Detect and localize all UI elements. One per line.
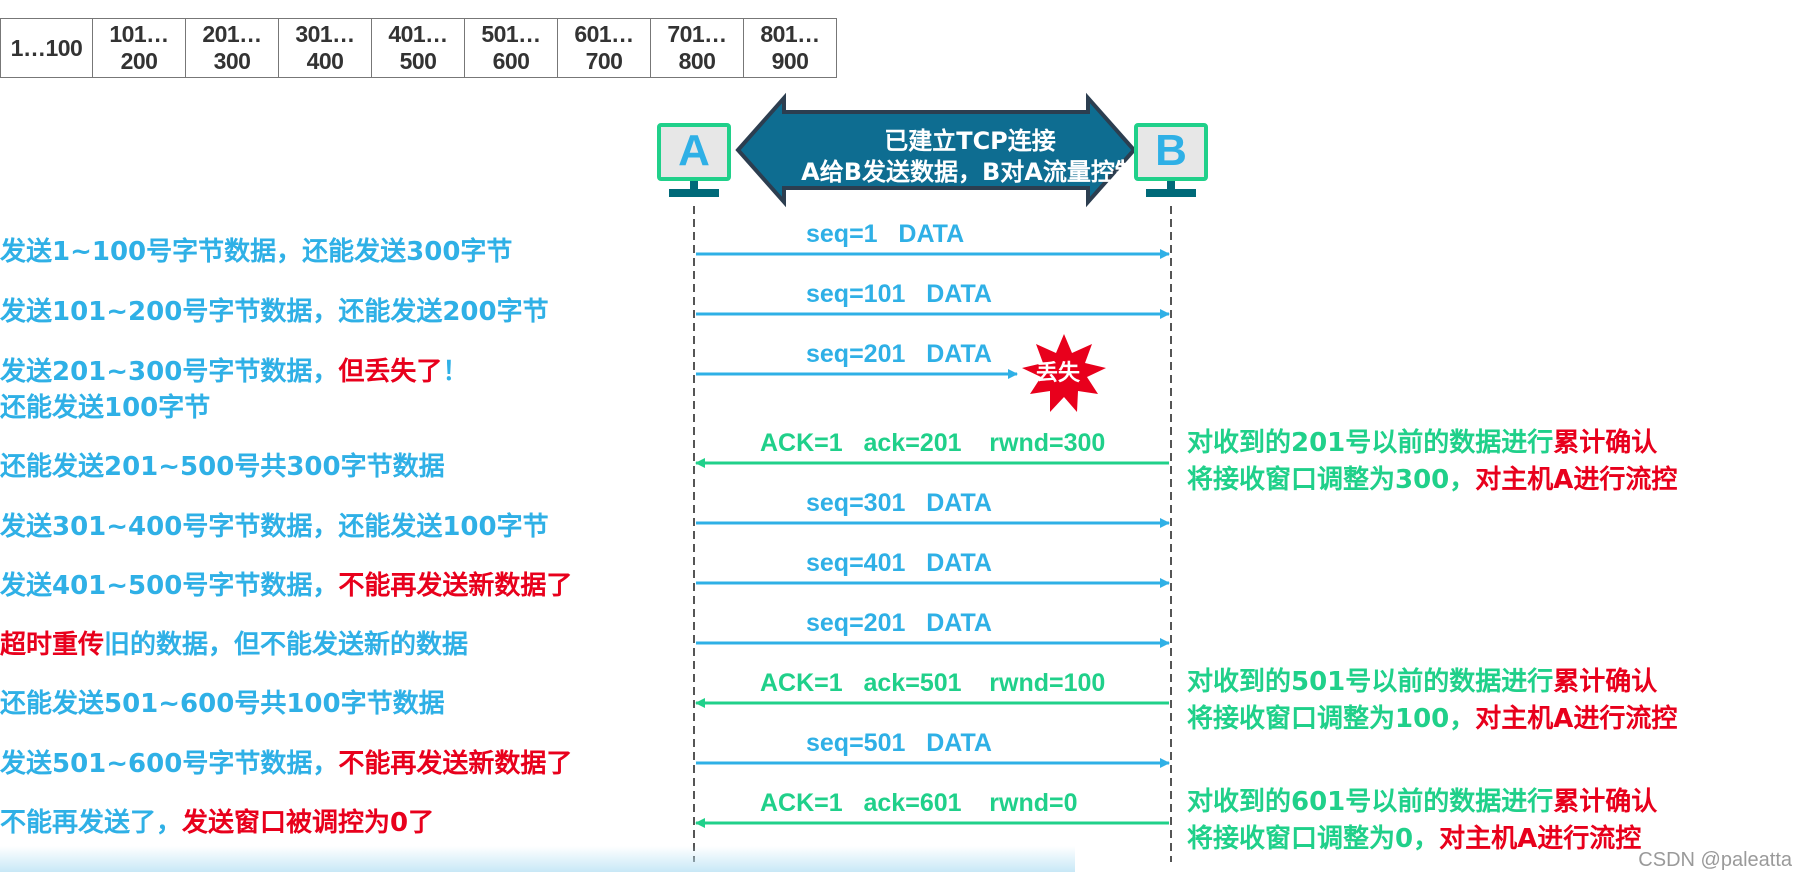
sender-note: 发送201~300号字节数据，但丢失了！	[0, 357, 469, 387]
lost-burst-icon	[1022, 334, 1106, 412]
ack-label: ACK=1 ack=201 rwnd=300	[760, 429, 1106, 457]
receiver-note: 将接收窗口调整为100，对主机A进行流控	[1187, 704, 1678, 734]
receiver-note: 将接收窗口调整为0，对主机A进行流控	[1187, 824, 1642, 854]
byte-cell: 101…200	[92, 18, 186, 78]
receiver-note: 对收到的601号以前的数据进行累计确认	[1187, 787, 1658, 817]
sender-note: 还能发送201~500号共300字节数据	[0, 452, 445, 482]
sender-note: 还能发送100字节	[0, 393, 211, 423]
byte-cell: 301…400	[278, 18, 372, 78]
bottom-glare	[0, 846, 1075, 872]
host-b: B	[1134, 123, 1208, 197]
sender-note: 发送301~400号字节数据，还能发送100字节	[0, 512, 549, 542]
banner-line-2: A给B发送数据，B对A流量控制	[801, 158, 1139, 186]
sender-note: 发送1~100号字节数据，还能发送300字节	[0, 237, 513, 267]
message-label: seq=301 DATA	[806, 489, 992, 517]
message-label: seq=501 DATA	[806, 729, 992, 757]
sender-note: 不能再发送了，发送窗口被调控为0了	[0, 808, 435, 838]
byte-cell: 201…300	[185, 18, 279, 78]
host-b-label: B	[1155, 126, 1187, 175]
message-label: seq=101 DATA	[806, 280, 992, 308]
byte-cell: 1…100	[0, 18, 93, 78]
ack-label: ACK=1 ack=601 rwnd=0	[760, 789, 1078, 817]
receiver-note: 将接收窗口调整为300，对主机A进行流控	[1187, 465, 1678, 495]
watermark: CSDN @paleatta	[1638, 849, 1792, 871]
sender-note: 还能发送501~600号共100字节数据	[0, 689, 445, 719]
sender-note: 发送501~600号字节数据，不能再发送新数据了	[0, 749, 573, 779]
byte-cell: 801…900	[743, 18, 837, 78]
byte-cell: 501…600	[464, 18, 558, 78]
byte-cell: 701…800	[650, 18, 744, 78]
message-label: seq=201 DATA	[806, 340, 992, 368]
host-a: A	[657, 123, 731, 197]
sender-note: 发送101~200号字节数据，还能发送200字节	[0, 297, 549, 327]
message-label: seq=401 DATA	[806, 549, 992, 577]
receiver-note: 对收到的201号以前的数据进行累计确认	[1187, 428, 1658, 458]
lost-label: 丢失	[1036, 361, 1081, 386]
ack-label: ACK=1 ack=501 rwnd=100	[760, 669, 1106, 697]
message-label: seq=201 DATA	[806, 609, 992, 637]
monitor-icon	[657, 123, 731, 181]
monitor-icon	[1134, 123, 1208, 181]
message-label: seq=1 DATA	[806, 220, 965, 248]
banner-line-1: 已建立TCP连接	[884, 127, 1056, 155]
receiver-note: 对收到的501号以前的数据进行累计确认	[1187, 667, 1658, 697]
byte-number-row: 1…100 101…200 201…300 301…400 401…500 50…	[0, 18, 837, 78]
byte-number-table: 1…100 101…200 201…300 301…400 401…500 50…	[0, 18, 837, 78]
host-a-label: A	[678, 126, 710, 175]
sender-note: 超时重传旧的数据，但不能发送新的数据	[0, 630, 469, 660]
sender-note: 发送401~500号字节数据，不能再发送新数据了	[0, 571, 573, 601]
byte-cell: 601…700	[557, 18, 651, 78]
